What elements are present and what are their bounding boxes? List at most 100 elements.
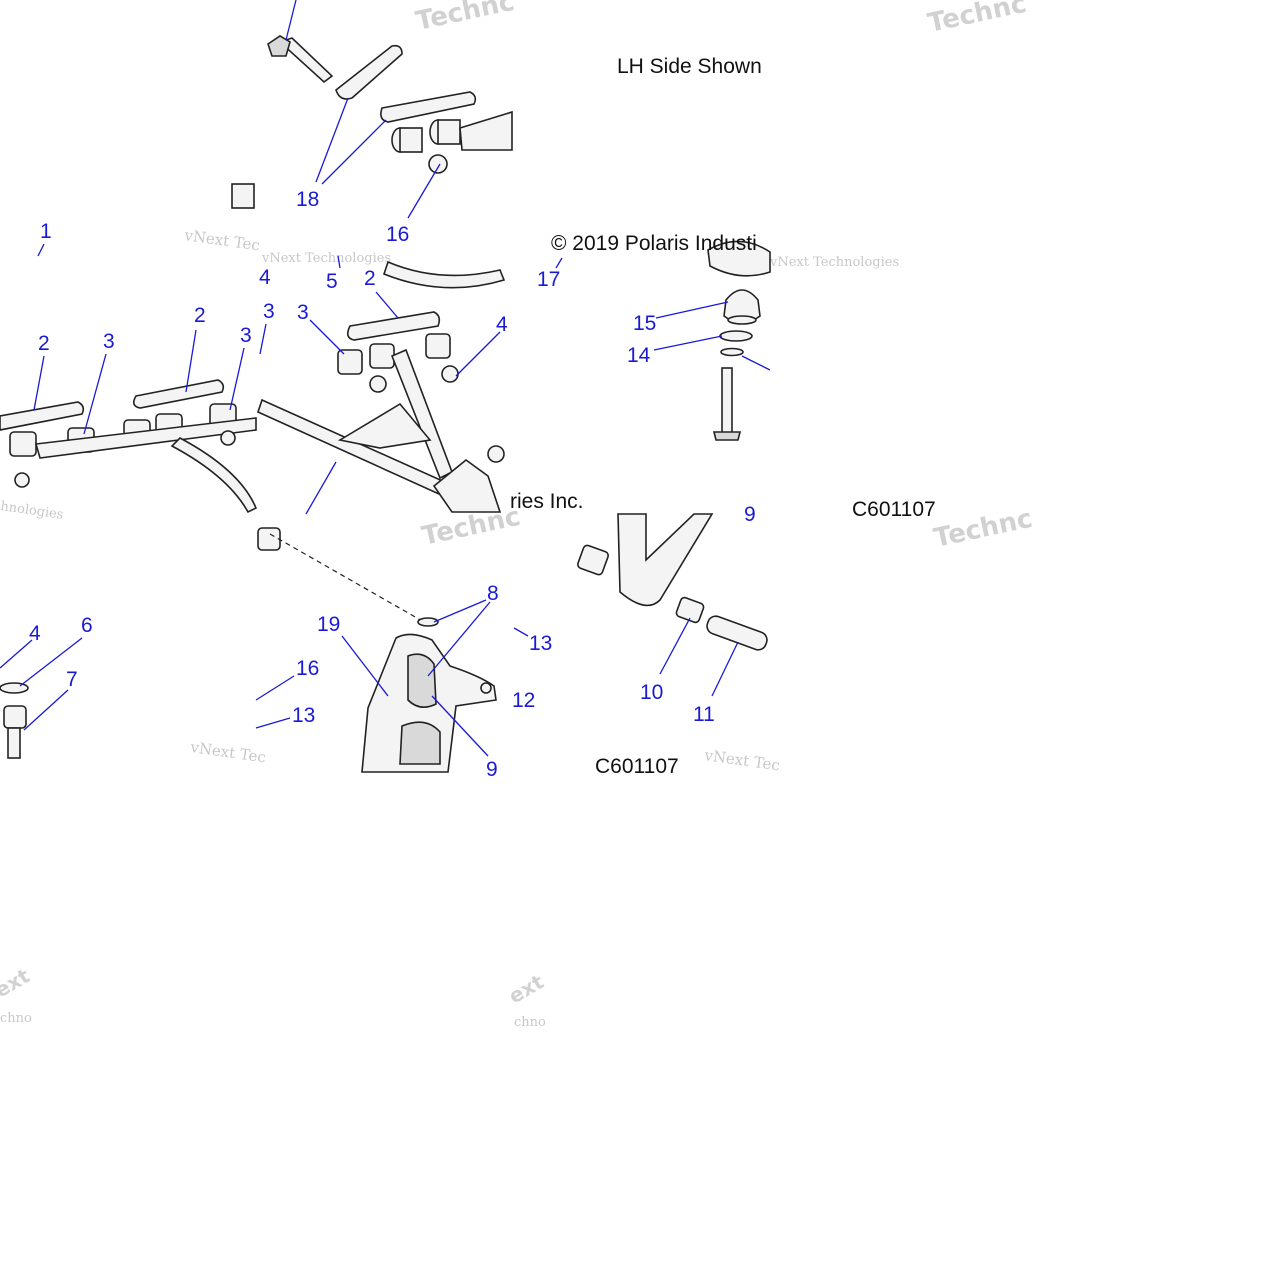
pivot-bolt-head — [267, 35, 291, 57]
callout-3-b: 3 — [263, 300, 275, 323]
diagram-code-fragment: C601107 — [852, 498, 936, 521]
ball-joint-mount — [432, 458, 502, 513]
watermark-techno-2: Technc — [925, 0, 1029, 39]
knuckle-window-2 — [399, 721, 441, 765]
leader-9b — [431, 695, 489, 757]
ball-joint-base — [727, 315, 757, 325]
nut-center-2 — [441, 365, 459, 383]
bearing-cup — [257, 527, 281, 551]
pivot-bolt-long — [278, 37, 334, 84]
leader-15 — [655, 301, 729, 319]
arm-tube-upper — [459, 110, 513, 151]
callout-6: 6 — [81, 614, 93, 637]
leader-5 — [337, 255, 341, 269]
leader-3d — [229, 347, 245, 411]
callout-3-a: 3 — [297, 301, 309, 324]
nut-left-2 — [14, 472, 30, 488]
lower-arm-tube-left — [34, 417, 257, 459]
bracket-plate-left-a — [0, 401, 85, 431]
tile-bushing-pin — [0, 682, 29, 759]
leader-18a — [315, 97, 349, 183]
pin-spindle — [706, 615, 768, 651]
knuckle-hole — [480, 682, 492, 694]
watermark-vnext-2: vNext Technologies — [261, 251, 391, 266]
leader-4c — [0, 639, 33, 669]
tile-masks — [514, 0, 772, 46]
bushing-spindle-2 — [675, 596, 705, 624]
watermark-chno-1: chno — [0, 1011, 32, 1026]
tile-upper-arm-hardware — [231, 35, 513, 209]
callouts: 18 16 1 4 5 2 17 3 3 4 2 3 2 3 15 14 9 8… — [29, 188, 756, 781]
leader-8a — [433, 599, 487, 623]
washer-knuckle — [417, 617, 439, 627]
washer — [720, 347, 744, 357]
side-note: LH Side Shown — [617, 55, 762, 78]
callout-16-b: 16 — [296, 657, 319, 680]
assembly-line — [269, 533, 425, 623]
lower-arm-curve — [170, 437, 258, 514]
bolt-shaft — [721, 367, 733, 435]
diagram-code: C601107 — [595, 755, 679, 778]
callout-17: 17 — [537, 268, 560, 291]
callout-1: 1 — [40, 220, 52, 243]
bushing-lower — [3, 705, 27, 729]
watermark-ext-1: ext — [0, 963, 34, 1002]
callout-12: 12 — [512, 689, 535, 712]
sleeve-center-2 — [369, 343, 395, 369]
callout-9-b: 9 — [486, 758, 498, 781]
callout-13-a: 13 — [529, 632, 552, 655]
watermark-chno-2: chno — [514, 1015, 546, 1030]
leader-2a — [375, 291, 399, 319]
leader-3c — [83, 353, 107, 435]
pin-lower — [7, 727, 21, 759]
leader-bolt — [741, 355, 771, 371]
arm-tube-top-fragment — [383, 260, 506, 289]
leader-6 — [19, 637, 83, 687]
tile-lower-arms — [0, 379, 258, 514]
callout-4-c: 4 — [29, 622, 41, 645]
sleeve-center-1 — [337, 349, 363, 375]
callout-15: 15 — [633, 312, 656, 335]
leader-14 — [653, 335, 723, 351]
callout-4-a: 4 — [259, 266, 271, 289]
sleeve-left-4 — [9, 431, 37, 457]
spindle-bracket — [617, 513, 714, 607]
callout-18: 18 — [296, 188, 319, 211]
leader-arm — [305, 461, 337, 515]
callout-16-top: 16 — [386, 223, 409, 246]
callout-5: 5 — [326, 270, 338, 293]
leader-11 — [711, 641, 739, 697]
callout-19: 19 — [317, 613, 340, 636]
leader-8b — [427, 601, 491, 677]
arm-gusset — [337, 402, 432, 449]
sleeve-center-3 — [425, 333, 451, 359]
callout-14: 14 — [627, 344, 651, 367]
leader-2c — [33, 355, 45, 411]
snap-ring-lower — [0, 682, 29, 694]
leader-17 — [555, 257, 563, 269]
strap-link — [335, 44, 403, 100]
callout-10: 10 — [640, 681, 663, 704]
tile-upper-arm — [257, 260, 506, 513]
nut-center-1 — [369, 375, 387, 393]
callout-3-c: 3 — [240, 324, 252, 347]
leader-16b — [255, 675, 295, 701]
bracket-plate-upper — [380, 91, 477, 123]
leader-1 — [37, 243, 45, 257]
copyright: © 2019 Polaris Industi — [551, 232, 757, 255]
callout-2-c: 2 — [38, 332, 50, 355]
knuckle-window-1 — [407, 653, 437, 708]
tile-ball-joint — [707, 240, 771, 441]
leader-2b — [185, 329, 197, 393]
leader-7 — [23, 689, 69, 731]
leader-3b — [259, 323, 267, 355]
watermark-vnext-5: vNext Technologies — [769, 255, 899, 270]
watermark-vnext-4: vNext Tec — [702, 746, 781, 775]
callout-2-b: 2 — [194, 304, 206, 327]
bushing-spindle-1 — [577, 544, 609, 576]
leader-16 — [407, 163, 441, 219]
callout-3-d: 3 — [103, 330, 115, 353]
bolt-head — [712, 431, 742, 441]
callout-4-b: 4 — [496, 313, 508, 336]
bracket-plate-left-b — [132, 379, 225, 409]
